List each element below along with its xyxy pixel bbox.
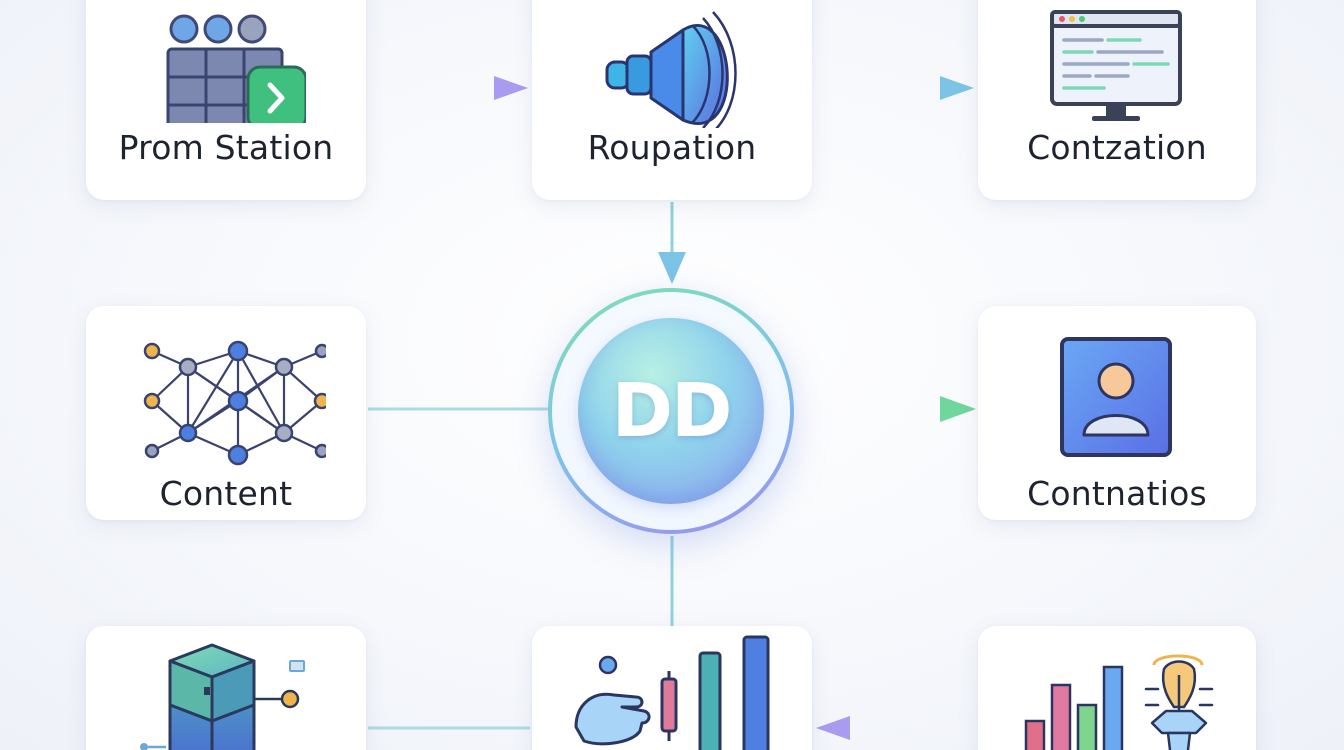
hand-bar-chart-icon	[574, 635, 770, 750]
node-label: Contzation	[1027, 128, 1207, 167]
arrow-roupation-to-hub	[658, 202, 686, 284]
hub-node[interactable]: DD	[548, 288, 794, 534]
node-label: Roupation	[587, 128, 757, 167]
node-roupation[interactable]: Roupation	[532, 0, 812, 200]
bar-chart-bulb-icon	[1024, 654, 1214, 750]
node-label: Content	[159, 474, 293, 513]
grid-with-arrow-icon	[166, 14, 306, 123]
arrow-roupation-to-contzation	[815, 76, 974, 100]
hub-label: DD	[611, 368, 733, 454]
arrow-prom-to-roupation	[368, 76, 528, 100]
user-profile-icon	[1060, 336, 1172, 457]
node-bottom-center[interactable]	[532, 626, 812, 750]
arrow-hub-to-contnatios	[796, 396, 976, 422]
node-contzation[interactable]: Contzation	[978, 0, 1256, 200]
node-content[interactable]: Content	[86, 306, 366, 520]
speaker-wave-icon	[605, 11, 737, 128]
hub-inner-circle: DD	[578, 318, 764, 504]
node-contnatios[interactable]: Contnatios	[978, 306, 1256, 520]
node-label: Contnatios	[1027, 474, 1207, 513]
node-bottom-left[interactable]	[86, 626, 366, 750]
monitor-code-icon	[1050, 10, 1182, 121]
arrow-bottom-right-to-bottom-center	[816, 716, 976, 740]
node-prom-station[interactable]: Prom Station	[86, 0, 366, 200]
node-bottom-right[interactable]	[978, 626, 1256, 750]
node-label: Prom Station	[118, 128, 334, 167]
cube-stack-icon	[140, 643, 305, 750]
network-graph-icon	[143, 340, 326, 465]
